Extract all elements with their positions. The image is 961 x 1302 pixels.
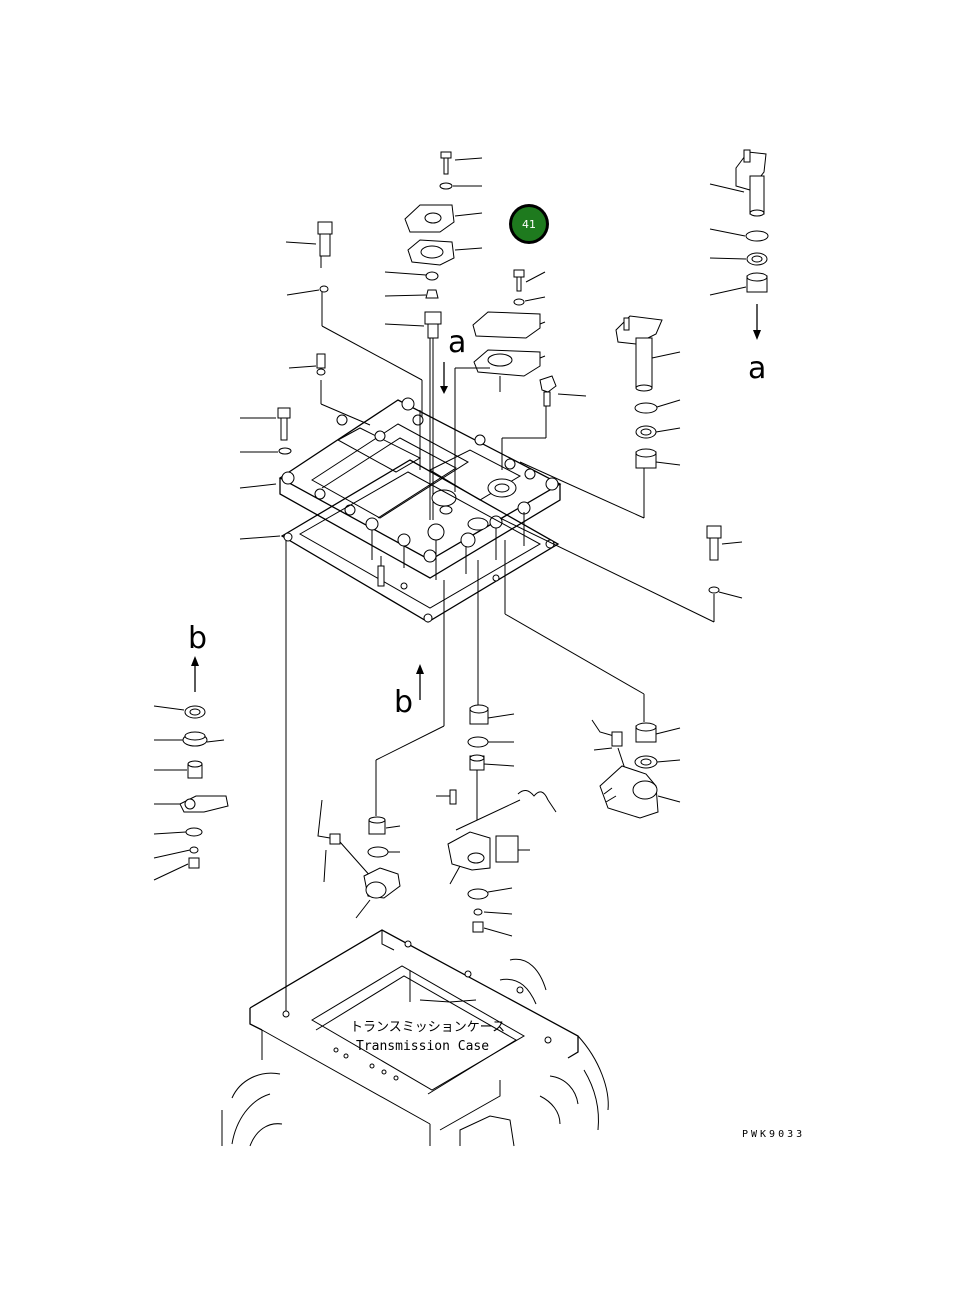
transmission-case xyxy=(221,929,609,1147)
left-lever-stack xyxy=(153,705,229,881)
top-cover-bolt-stack xyxy=(384,151,483,520)
lower-center-stack xyxy=(436,704,557,937)
lower-left-lever xyxy=(317,799,401,919)
left-top-bolt xyxy=(285,221,423,420)
arrow-label-b-center: b xyxy=(394,685,413,720)
callout-number: 41 xyxy=(522,218,536,231)
callout-badge[interactable]: 41 xyxy=(509,204,549,244)
lower-right-lever xyxy=(591,719,681,819)
right-bolt xyxy=(499,517,743,623)
cover-gasket xyxy=(280,459,560,623)
cap-plug xyxy=(501,375,587,470)
left-mid-fasteners xyxy=(239,353,371,540)
case-label-japanese: トランスミッションケース xyxy=(350,1020,505,1035)
shift-lever-shaft-a: a xyxy=(709,149,769,386)
shift-lever-shaft-b xyxy=(519,315,681,519)
arrow-label-a-right: a xyxy=(748,351,766,386)
arrow-a-down: a xyxy=(440,325,466,394)
shift-cover-plate xyxy=(278,397,562,580)
callout-badge-fill xyxy=(512,207,546,241)
drawing-code: PWK9033 xyxy=(742,1129,805,1140)
arrow-b-up-left: b xyxy=(188,621,207,692)
case-label-english: Transmission Case xyxy=(356,1039,489,1054)
arrow-label-a-center: a xyxy=(448,325,466,360)
arrow-b-up-center: b xyxy=(394,664,424,720)
connection-lines xyxy=(285,540,645,1012)
small-cover-stack xyxy=(454,269,546,478)
arrow-label-b-left: b xyxy=(188,621,207,656)
